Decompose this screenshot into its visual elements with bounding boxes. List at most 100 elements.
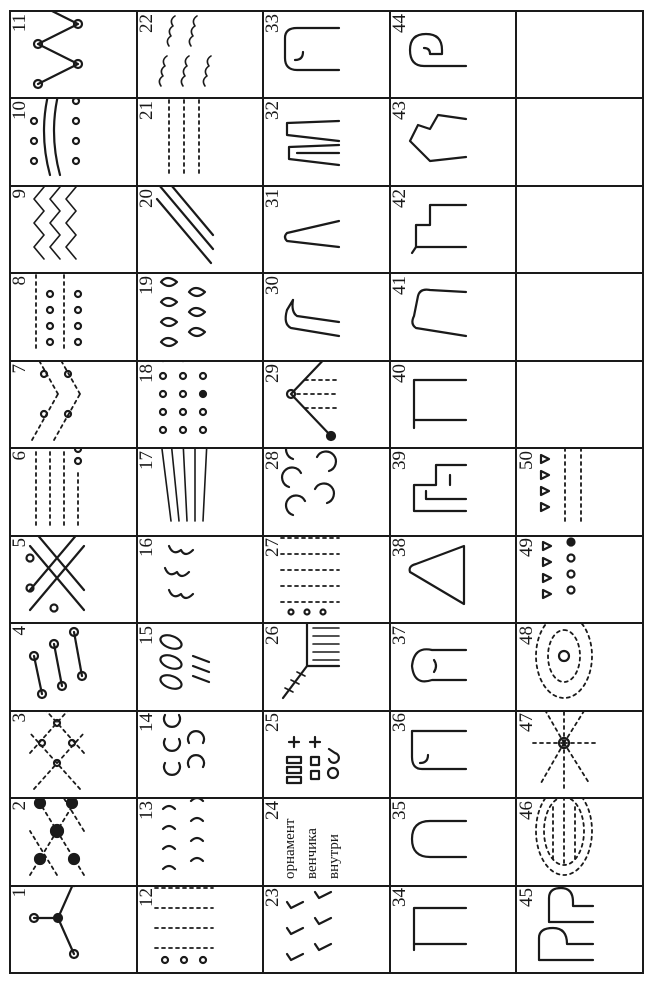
concentric-dashed-rings-motif-icon xyxy=(531,624,597,706)
cell-content: 4 xyxy=(11,624,136,710)
cell-3: 3 xyxy=(11,712,138,799)
dashed-rows-circles-motif-icon xyxy=(24,449,90,531)
rim-profile-41-icon xyxy=(404,274,470,356)
cell-23: 23 xyxy=(264,887,391,974)
empty-cell xyxy=(517,99,644,186)
cell-content: 28 xyxy=(264,449,389,535)
cell-36: 36 xyxy=(391,712,518,799)
dense-dash-fan-motif-icon xyxy=(151,449,217,531)
cell-41: 41 xyxy=(391,274,518,361)
cell-43: 43 xyxy=(391,99,518,186)
empty-cell xyxy=(517,187,644,274)
dashed-columns-circles-motif-icon xyxy=(151,887,217,969)
cell-content: 40 xyxy=(391,362,516,448)
cell-content: 33 xyxy=(264,12,389,98)
cell-19: 19 xyxy=(138,274,265,361)
arc-rows-motif-icon xyxy=(151,799,217,881)
dashed-diamond-net-motif-icon xyxy=(24,712,90,794)
teardrop-rows-motif-icon xyxy=(151,274,217,356)
cell-content: 3 xyxy=(11,712,136,798)
cell-34: 34 xyxy=(391,887,518,974)
comb-rows-circles-motif-icon xyxy=(24,274,90,356)
cell-6: 6 xyxy=(11,449,138,536)
cell-37: 37 xyxy=(391,624,518,711)
cell-content: 11 xyxy=(11,12,136,98)
rim-profile-44-icon xyxy=(404,12,470,94)
crescent-stamps-motif-icon xyxy=(277,449,343,531)
cell-49: 49 xyxy=(517,537,644,624)
cell-content: 6 xyxy=(11,449,136,535)
cell-content: 25 xyxy=(264,712,389,798)
cell-5: 5 xyxy=(11,537,138,624)
cell-content: 44 xyxy=(391,12,516,98)
cell-20: 20 xyxy=(138,187,265,274)
rim-profile-42-icon xyxy=(404,187,470,269)
cell-content: 42 xyxy=(391,187,516,273)
cell-content: 18 xyxy=(138,362,263,448)
rim-profile-33-icon xyxy=(277,12,343,94)
cell-15: 15 xyxy=(138,624,265,711)
cell-8: 8 xyxy=(11,274,138,361)
rim-profile-43-icon xyxy=(404,99,470,181)
hatched-rim-motif-icon xyxy=(277,624,343,706)
cell-content: 14 xyxy=(138,712,263,798)
empty-cell xyxy=(517,274,644,361)
cell-12: 12 xyxy=(138,887,265,974)
dashed-rows-small-circles-motif-icon xyxy=(277,537,343,619)
caption-line: венчика xyxy=(301,799,323,879)
cell-42: 42 xyxy=(391,187,518,274)
cell-47: 47 xyxy=(517,712,644,799)
cell-40: 40 xyxy=(391,362,518,449)
cell-30: 30 xyxy=(264,274,391,361)
rim-profile-37-icon xyxy=(404,624,470,706)
cell-content: 39 xyxy=(391,449,516,535)
cell-10: 10 xyxy=(11,99,138,186)
cell-content: 26 xyxy=(264,624,389,710)
cell-content: 47 xyxy=(517,712,642,798)
cell-45: 45 xyxy=(517,887,644,974)
dotted-lattice-motif-icon xyxy=(24,799,90,881)
radiating-dashes-motif-icon xyxy=(531,712,597,794)
cell-content: 12 xyxy=(138,887,263,973)
cell-content: 1 xyxy=(11,887,136,973)
cell-content: 21 xyxy=(138,99,263,185)
cell-content: 35 xyxy=(391,799,516,885)
rim-profile-39-icon xyxy=(404,449,470,531)
dashed-oval-rings-motif-icon xyxy=(531,799,597,881)
cell-content: 43 xyxy=(391,99,516,185)
cell-50: 50 xyxy=(517,449,644,536)
cross-hatch-circles-motif-icon xyxy=(24,537,90,619)
cell-18: 18 xyxy=(138,362,265,449)
c-shape-stamps-motif-icon xyxy=(151,712,217,794)
dotted-branch-motif-icon xyxy=(24,887,90,969)
cell-content: 7 xyxy=(11,362,136,448)
cell-33: 33 xyxy=(264,12,391,99)
cell-content: 36 xyxy=(391,712,516,798)
cell-content: 15 xyxy=(138,624,263,710)
cell-7: 7 xyxy=(11,362,138,449)
cell-28: 28 xyxy=(264,449,391,536)
empty-cell xyxy=(517,12,644,99)
zigzag-chain-motif-icon xyxy=(24,12,90,94)
cell-content: 41 xyxy=(391,274,516,360)
cell-content: 38 xyxy=(391,537,516,623)
cell-content: 46 xyxy=(517,799,642,885)
caption-line: орнамент xyxy=(279,799,301,879)
cell-2: 2 xyxy=(11,799,138,886)
curl-stamps-motif-icon xyxy=(151,537,217,619)
cell-32: 32 xyxy=(264,99,391,186)
cell-44: 44 xyxy=(391,12,518,99)
cell-content: 45 xyxy=(517,887,642,973)
rim-profile-38-icon xyxy=(404,537,470,619)
cell-27: 27 xyxy=(264,537,391,624)
triangle-dash-rows-motif-icon xyxy=(531,449,597,531)
cell-9: 9 xyxy=(11,187,138,274)
cell-content: 50 xyxy=(517,449,642,535)
cell-content: 5 xyxy=(11,537,136,623)
cell-13: 13 xyxy=(138,799,265,886)
zigzag-circles-motif-icon xyxy=(24,187,90,269)
rim-profile-31-icon xyxy=(277,187,343,269)
cell-46: 46 xyxy=(517,799,644,886)
